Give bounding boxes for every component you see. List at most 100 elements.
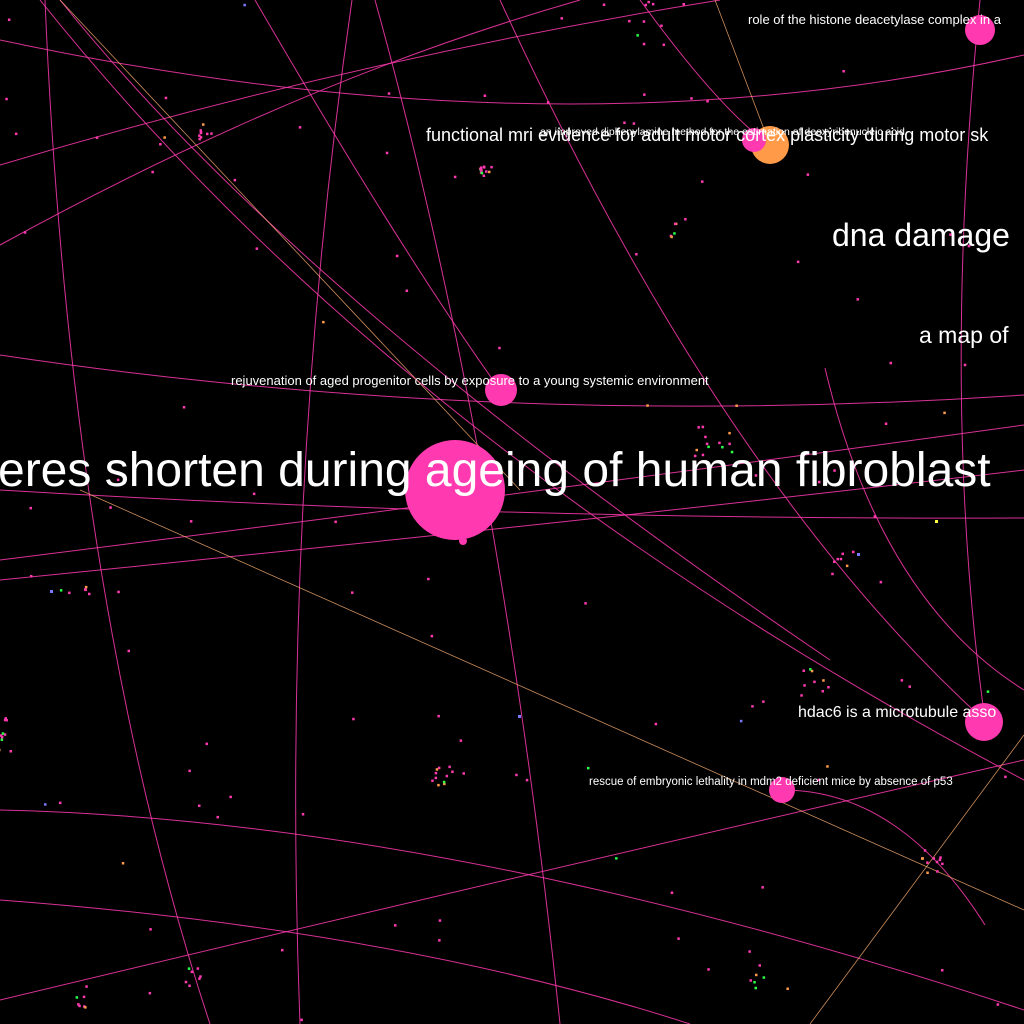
minor-node (395, 254, 399, 258)
minor-node (189, 520, 193, 523)
node-functional-mri[interactable] (742, 128, 766, 152)
node-mdm2[interactable] (769, 777, 795, 803)
minor-node (762, 700, 765, 703)
node-rejuvenation[interactable] (485, 374, 517, 406)
node-labels-layer: eres shorten during ageing of human fibr… (0, 12, 1010, 788)
minor-node (705, 442, 709, 446)
minor-node (941, 862, 944, 866)
minor-node (243, 3, 246, 7)
minor-node (116, 478, 120, 482)
minor-node (706, 100, 709, 103)
minor-node (836, 557, 839, 561)
minor-node (831, 572, 834, 576)
minor-node (518, 715, 521, 718)
minor-node (117, 590, 120, 594)
label-dna-damage[interactable]: dna damage (832, 217, 1010, 253)
minor-node (748, 950, 751, 953)
minor-node (900, 679, 904, 682)
edge (960, 0, 986, 721)
minor-node (525, 778, 529, 782)
minor-node (642, 20, 646, 23)
minor-node (728, 431, 731, 435)
minor-node (935, 860, 939, 864)
minor-node (817, 778, 821, 782)
minor-node (482, 174, 486, 177)
minor-node (842, 70, 845, 73)
minor-node (490, 165, 493, 169)
minor-node (996, 1003, 1000, 1006)
minor-node (301, 813, 305, 816)
minor-node (59, 589, 63, 592)
minor-node (187, 967, 191, 970)
minor-node (949, 233, 952, 236)
label-diphenylamine[interactable]: an improved diphenylamine method for the… (540, 126, 905, 138)
minor-node (646, 404, 649, 407)
minor-node (674, 222, 677, 226)
minor-node (735, 404, 738, 407)
node-histone[interactable] (965, 15, 995, 45)
minor-node (1, 732, 5, 735)
minor-node (434, 771, 438, 775)
label-histone[interactable]: role of the histone deacetylase complex … (748, 12, 1002, 27)
minor-node (29, 506, 32, 510)
minor-node (833, 560, 836, 563)
minor-node (941, 969, 944, 972)
node-hdac6[interactable] (965, 703, 1003, 741)
minor-node (754, 474, 758, 477)
minor-node (44, 803, 47, 806)
node-telomeres[interactable] (405, 440, 505, 540)
minor-node (677, 937, 680, 940)
minor-node (149, 928, 152, 931)
minor-node (78, 1004, 81, 1008)
minor-node (148, 991, 152, 995)
minor-node (59, 801, 62, 805)
minor-node (673, 232, 676, 235)
minor-node (730, 450, 734, 454)
label-map-of[interactable]: a map of (919, 322, 1009, 348)
minor-node (3, 718, 7, 722)
minor-node (923, 849, 927, 852)
minor-node (932, 857, 936, 860)
edge (0, 0, 581, 246)
label-rejuvenation[interactable]: rejuvenation of aged progenitor cells by… (231, 373, 709, 388)
minor-node (707, 968, 710, 971)
minor-node (560, 17, 563, 20)
minor-node (82, 995, 86, 999)
minor-node (437, 783, 440, 787)
minor-node (75, 996, 79, 999)
edge (79, 489, 1024, 911)
minor-node (704, 435, 707, 439)
minor-node (1004, 775, 1007, 779)
minor-node (205, 742, 208, 746)
minor-node (884, 422, 888, 425)
minor-node (628, 19, 631, 23)
minor-node (758, 964, 761, 967)
minor-node (660, 24, 663, 27)
label-hdac6[interactable]: hdac6 is a microtubule asso (798, 704, 996, 721)
minor-node (762, 976, 766, 979)
minor-node (623, 121, 626, 124)
minor-node (701, 453, 705, 457)
node-telomeres-small[interactable] (459, 537, 467, 545)
minor-node (151, 170, 154, 174)
edge (781, 789, 986, 926)
minor-node (351, 591, 354, 594)
minor-node (926, 861, 929, 864)
edge (0, 0, 721, 166)
minor-node (5, 719, 8, 722)
edge (0, 469, 1024, 581)
edge (59, 0, 831, 661)
minor-node (30, 575, 33, 578)
label-functional-mri[interactable]: functional mri evidence for adult motor … (426, 125, 989, 145)
minor-node (485, 170, 488, 173)
label-telomeres[interactable]: eres shorten during ageing of human fibr… (0, 444, 991, 497)
minor-node (385, 151, 389, 155)
minor-node (809, 668, 812, 671)
minor-node (188, 984, 191, 987)
minor-node (707, 445, 710, 449)
label-mdm2[interactable]: rescue of embryonic lethality in mdm2 de… (589, 776, 953, 788)
minor-node (23, 231, 27, 234)
minor-node (718, 441, 721, 445)
